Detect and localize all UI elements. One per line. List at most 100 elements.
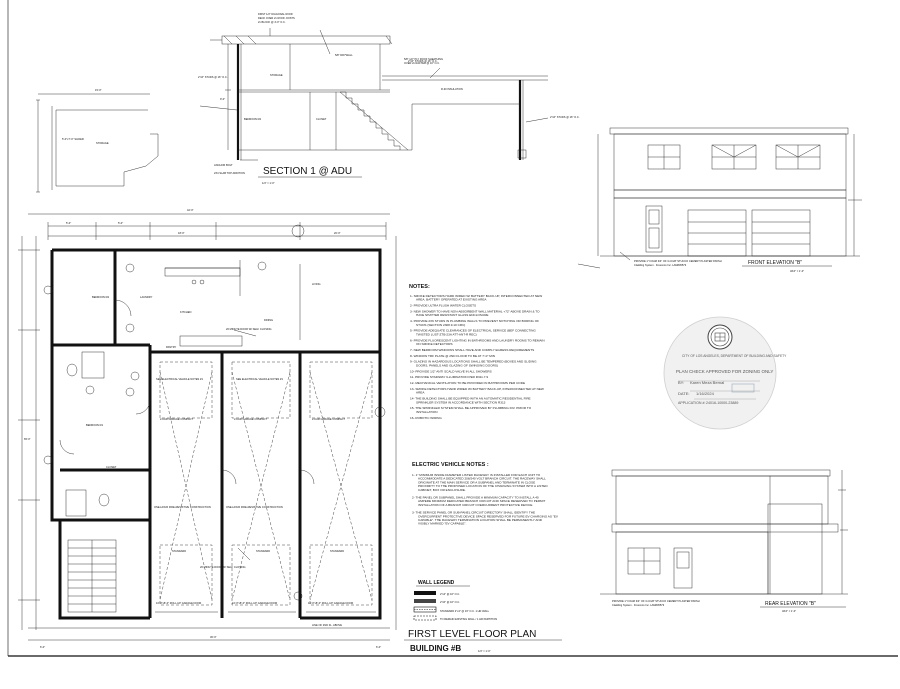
wall-legend-item-2: 2"x6" @ 16" O.C. bbox=[440, 600, 460, 604]
fp-dim-bottom-b: 6'-0" bbox=[40, 645, 45, 649]
section-drawing bbox=[199, 28, 549, 161]
front-elevation-title: FRONT ELEVATION "B" bbox=[748, 260, 802, 266]
fp-room-living: LIVING bbox=[312, 282, 321, 286]
section-title: SECTION 1 @ ADU bbox=[263, 166, 352, 177]
section-drywall-label: 5/8" DRYWALL bbox=[335, 53, 353, 57]
rear-elevation-scale: 3/16" = 1'-0" bbox=[782, 609, 796, 613]
wall-legend-swatches bbox=[413, 591, 437, 621]
note-item-2: 2- PROVIDE ULTRA FLUSH WATER CLOSETS bbox=[410, 304, 476, 308]
section-bedroom-label: BEDROOM #2 bbox=[244, 117, 262, 121]
fp-room-standard-c: STANDARD bbox=[330, 549, 344, 553]
fp-room-standard-a: STANDARD bbox=[172, 549, 186, 553]
note-item-4: 4- PROVIDE 2X6 STUDS IN PLUMBING WALLS T… bbox=[410, 319, 539, 327]
ev-notes-list: 1- 1" MINIMUM INSIDE DIAMETER LISTED RAC… bbox=[412, 473, 559, 526]
fp-room-bedroom2: BEDROOM #2 bbox=[92, 295, 110, 299]
note-item-14: 14- THE BUILDING SHALL BE EQUIPPED WITH … bbox=[410, 397, 531, 405]
note-item-5: 5- PROVIDE ADEQUATE CLEARANCES OF ELECTR… bbox=[410, 329, 536, 337]
rear-elevation-note: PROVIDE 1" FOAM 3/4" OF 3-COAT STUCCO CE… bbox=[612, 599, 700, 603]
fp-dim-bottom-c: 6'-0" bbox=[376, 645, 381, 649]
storage-room-label: STORAGE bbox=[96, 141, 109, 145]
note-item-10: 10- PROVIDE 1/2" ANTI SCALD VALVE IN ALL… bbox=[410, 369, 492, 373]
rear-elevation-drawing bbox=[600, 469, 848, 595]
fp-room-garage-b: 2-CAR GARAGE COMPACT bbox=[234, 417, 268, 421]
floor-plan-scale: 1/4" = 1'-0" bbox=[478, 649, 491, 653]
city-seal-icon bbox=[707, 324, 733, 350]
note-item-8: 8- WINDOW TRF PLATE @ 2ND FLOOR TO BE AT… bbox=[410, 354, 495, 358]
section-roof-note-3: 2x BLOCK @ 4'-0" O.C. bbox=[258, 20, 286, 24]
fp-dim-top-a: 5'-0" bbox=[66, 221, 71, 225]
stamp-by-value: Karen Meza Bernal bbox=[690, 380, 724, 385]
section-roof-note-2: DECK OVER 2x ROOF JOISTS bbox=[258, 16, 295, 20]
notes-list: 1- SMOKE DETECTORS HARD WIRED W/ BATTERY… bbox=[410, 294, 545, 420]
fp-ev-note-b: SEE ELECTRICAL VEHICLE NOTES #1 bbox=[236, 377, 283, 381]
fp-dim-bottom-a: 30'-0" bbox=[210, 635, 217, 639]
note-item-12: 12- MECHANICAL VENTILATION TO BE PROVIDE… bbox=[410, 381, 525, 385]
fp-room-dining: DINING bbox=[264, 318, 273, 322]
stamp-app-label: APPLICATION #: bbox=[678, 401, 706, 405]
storage-dim-top: 15'-0" bbox=[95, 88, 102, 92]
fp-room-bedroom1: BEDROOM #1 bbox=[86, 423, 104, 427]
section-insulation-label: R-30 INSULATION bbox=[441, 87, 463, 91]
stamp-date-value: 1/16/2024 bbox=[696, 391, 715, 396]
ev-note-item-2: 2- THE PANEL OR SUBPANEL SHALL PROVIDE A… bbox=[412, 496, 545, 507]
fp-dim-top-b: 5'-0" bbox=[118, 221, 123, 225]
notes-heading: NOTES: bbox=[409, 284, 430, 290]
stamp-app-value: 24016-10000-23889 bbox=[706, 401, 738, 405]
wall-legend-item-1: 2"x4" @ 16" O.C. bbox=[440, 592, 460, 596]
fp-room-pantry: PANTRY bbox=[166, 345, 177, 349]
rear-elevation-subnote: Cladding System · Frescoco Inc. LAM#4557… bbox=[612, 603, 665, 607]
fp-room-closet: CLOSET bbox=[106, 465, 117, 469]
stamp-status: PLAN CHECK APPROVED FOR ZONING ONLY bbox=[676, 369, 773, 374]
fp-rollup-note-c: 16'-0"x8'-0" ROLL-UP GARAGE DOOR bbox=[308, 601, 353, 605]
fp-room-kitchen: KITCHEN bbox=[180, 310, 192, 314]
section-slab-label: 2X4 SLAB TOP ADDITION bbox=[214, 171, 245, 175]
fp-fire-note-a: ONE-HOUR FIRE-RESISTIVE CONSTRUCTION bbox=[154, 505, 211, 509]
floor-plan-drawing bbox=[18, 213, 397, 641]
ev-note-item-3: 3- THE SERVICE PANEL OR SUB-PANEL CIRCUI… bbox=[412, 511, 559, 526]
section-scale: 1/4" = 1'-0" bbox=[262, 181, 275, 185]
front-elevation-drawing bbox=[577, 127, 862, 269]
wall-legend-item-4: TO REMAIN EXISTING WALL / 1 HR PARTITION bbox=[440, 617, 497, 621]
fp-rollup-note-b: 16'-0"x8'-0" ROLL-UP GARAGE DOOR bbox=[232, 601, 277, 605]
fp-room-garage-c: 2-CAR GARAGE COMPACT bbox=[312, 417, 346, 421]
fp-fire-note-b: ONE-HOUR FIRE-RESISTIVE CONSTRUCTION bbox=[226, 505, 283, 509]
stamp-by-label: BY: bbox=[678, 380, 684, 385]
storage-plan-drawing bbox=[36, 93, 159, 193]
section-lower-roof-note-2: OVER 2x RAFTER @ 16" O.C. bbox=[404, 61, 440, 65]
note-item-16: 16- ROBOTIC WIRING bbox=[410, 416, 442, 420]
floor-plan-subtitle: BUILDING #B bbox=[410, 644, 461, 653]
wall-legend-title: WALL LEGEND bbox=[418, 580, 455, 586]
section-roof-note: FIRST 1/2" DIAGONAL ROOF bbox=[258, 12, 293, 16]
stamp-dept: CITY OF LOS ANGELES, DEPARTMENT OF BUILD… bbox=[682, 354, 787, 358]
front-elevation-subnote: Cladding System · Frescoco Inc. LAM#4557… bbox=[634, 263, 687, 267]
note-item-15: 15- THE SPRINKLER SYSTEM SHALL BE APPROV… bbox=[410, 406, 532, 414]
storage-slider-label: 5'-0"x7'-0" SLIDER bbox=[62, 137, 84, 141]
fp-door-note-a: 20 MINUTE DOOR W/ SELF CLOSING bbox=[226, 327, 272, 331]
fp-dim-top-d: 20'-0" bbox=[334, 231, 341, 235]
fp-line-of-2nd-floor: LINE OF 2ND FL. ABOVE bbox=[312, 623, 342, 627]
section-lower-roof-note: 5/8" 1/2" PLY ROOF SHEATHING bbox=[404, 57, 443, 61]
fp-room-laundry: LAUNDRY bbox=[140, 295, 153, 299]
section-storage-label: STORAGE bbox=[270, 73, 283, 77]
note-item-11: 11- PROVIDE STAIRWAY ILLUMINATION PER R3… bbox=[410, 375, 488, 379]
note-item-1: 1- SMOKE DETECTORS HARD WIRED W/ BATTERY… bbox=[410, 294, 542, 302]
wall-legend-item-3: STANDARD 2"x4" @ 16" O.C. 1 HR WALL bbox=[440, 609, 490, 613]
note-item-13: 13- SMOKE DETECTORS HARD WIRED W/ BATTER… bbox=[410, 387, 544, 395]
section-height-dim: 9'-0" bbox=[220, 97, 225, 101]
section-anchor-label: ANCHOR BOLT bbox=[214, 163, 233, 167]
section-studs-label: 2"x6" STUDS @ 16" O.C. bbox=[408, 59, 438, 63]
note-item-9: 9- GLAZING IN HAZARDOUS LOCATIONS SHALL … bbox=[410, 360, 537, 368]
fp-room-standard-b: STANDARD bbox=[256, 549, 270, 553]
section-closet-label: CLOSET bbox=[316, 117, 327, 121]
fp-door-note-b: 20 MINUTE DOOR W/ SELF CLOSING bbox=[200, 565, 246, 569]
ev-notes-heading: ELECTRIC VEHICLE NOTES : bbox=[412, 462, 489, 468]
fp-ev-note-a: SEE ELECTRICAL VEHICLE NOTES #1 bbox=[156, 377, 203, 381]
note-item-3: 3- NEW SHOWER TO HAVE NON-ABSORBENT WALL… bbox=[410, 310, 540, 318]
approval-stamp bbox=[663, 316, 777, 430]
note-item-7: 7- NEW BEDROOM WINDOWS SHALL HAVE AND CO… bbox=[410, 348, 534, 352]
ev-note-item-1: 1- 1" MINIMUM INSIDE DIAMETER LISTED RAC… bbox=[412, 473, 548, 492]
floor-plan-title: FIRST LEVEL FLOOR PLAN bbox=[408, 629, 536, 640]
fp-rollup-note-a: 16'-0"x8'-0" ROLL-UP GARAGE DOOR bbox=[156, 601, 201, 605]
